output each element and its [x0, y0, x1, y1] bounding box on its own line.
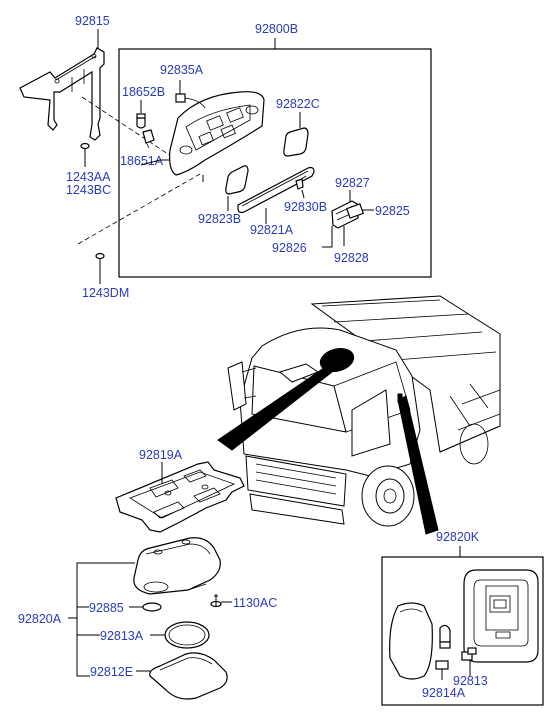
cover-strip-92821A	[237, 166, 315, 214]
lamp-92820A	[133, 537, 221, 595]
label-92825: 92825	[375, 204, 410, 218]
lens-92885	[142, 602, 162, 612]
mounting-bracket	[19, 47, 105, 141]
label-92830B: 92830B	[284, 200, 327, 214]
label-92820A: 92820A	[18, 612, 62, 626]
clip-92830B	[295, 175, 307, 190]
label-92835A: 92835A	[160, 63, 204, 77]
label-92813A: 92813A	[100, 629, 144, 643]
label-92827: 92827	[335, 176, 370, 190]
label-92823B: 92823B	[198, 212, 241, 226]
connector-92835A	[175, 86, 206, 109]
label-18651A: 18651A	[120, 154, 164, 168]
bracket-plate-92819A	[115, 461, 245, 533]
label-18652B: 18652B	[122, 85, 165, 99]
label-92800B: 92800B	[255, 22, 298, 36]
label-92828: 92828	[334, 251, 369, 265]
label-92815: 92815	[75, 14, 110, 28]
label-1130AC: 1130AC	[233, 596, 277, 610]
label-1243AA: 1243AA	[66, 170, 111, 184]
gasket-92813A	[164, 621, 210, 649]
bulb-18652B	[136, 113, 146, 129]
lamp-housing	[169, 91, 265, 176]
screw-1243	[80, 142, 90, 167]
label-92821A: 92821A	[250, 223, 294, 237]
overhead-console-assembly: 92800B 92815 1243AA 1243BC 1243DM	[19, 14, 432, 300]
screw-1130AC	[210, 594, 222, 608]
label-92826: 92826	[272, 241, 307, 255]
label-1243BC: 1243BC	[66, 183, 111, 197]
callout-wedges	[217, 347, 439, 535]
lens-92822C	[283, 127, 309, 157]
label-92814A: 92814A	[422, 686, 466, 700]
inset-92820K: 92820K	[381, 530, 544, 706]
switch-assembly	[331, 200, 365, 229]
clip-92814A	[435, 660, 449, 670]
label-1243DM: 1243DM	[82, 286, 129, 300]
label-92885: 92885	[89, 601, 124, 615]
screw-1243DM	[95, 252, 105, 284]
label-92812E: 92812E	[90, 665, 133, 679]
truck-illustration	[227, 295, 501, 527]
lens-92823B	[225, 165, 249, 195]
inset-box-92820K	[381, 556, 544, 706]
clip-92813	[461, 651, 473, 661]
lens-92812E	[149, 652, 228, 700]
label-92819A: 92819A	[139, 448, 183, 462]
label-92820K: 92820K	[436, 530, 480, 544]
label-92822C: 92822C	[276, 97, 320, 111]
label-92813: 92813	[453, 674, 488, 688]
bulb-18651A	[142, 129, 155, 149]
